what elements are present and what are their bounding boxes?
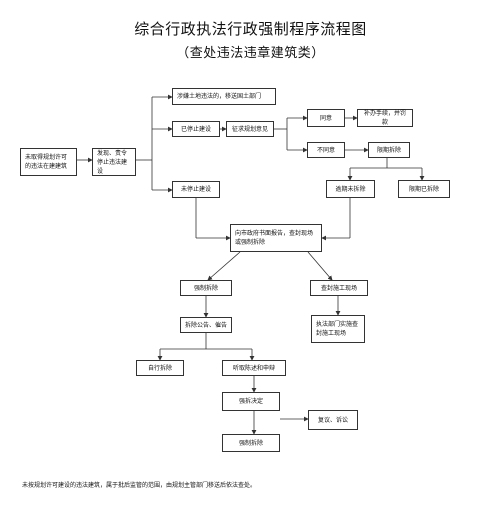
page-title: 综合行政执法行政强制程序流程图 — [134, 20, 367, 38]
node-label: 复议、诉讼 — [317, 416, 348, 424]
node-agree: 同意 — [307, 109, 345, 127]
node-label: 逾期未拆除 — [335, 185, 366, 193]
node-label: 强拆决定 — [238, 398, 263, 405]
node-label: 向市政府书面报告，查封现场或强制拆除 — [235, 230, 314, 246]
node-planning-opinion: 征求规划意见 — [226, 121, 274, 137]
node-notice: 拆除公告、催告 — [180, 317, 232, 333]
node-label: 未停止建设 — [180, 186, 211, 193]
node-label: 征求规划意见 — [231, 125, 268, 133]
node-done-demolish: 限期已拆除 — [398, 180, 450, 198]
node-label: 限期拆除 — [376, 146, 401, 154]
node-label: 拆除公告、催告 — [185, 321, 228, 329]
node-label: 查封施工现场 — [320, 284, 357, 292]
node-discover-stop: 发现、责令停止违法建设 — [92, 148, 136, 176]
node-overdue: 逾期未拆除 — [326, 180, 375, 198]
node-label: 强制拆除 — [193, 284, 218, 292]
node-decision: 强拆决定 — [222, 392, 280, 411]
node-report-government: 向市政府书面报告，查封现场或强制拆除 — [230, 224, 322, 252]
node-seal-site: 查封施工现场 — [310, 280, 368, 296]
node-label: 不同意 — [316, 146, 335, 154]
footnote: 未按规划许可建设的违法建筑，属于批后监管的范围，由规划主管部门移送后依法查处。 — [22, 482, 257, 489]
node-deadline-demolish: 限期拆除 — [368, 142, 410, 158]
node-label: 补办手续，并罚款 — [363, 110, 406, 126]
node-hearing: 听取陈述和申辩 — [222, 360, 286, 376]
node-label: 同意 — [319, 114, 332, 122]
page-subtitle: （查处违法违章建筑类） — [176, 46, 325, 61]
node-label: 强制拆除 — [238, 439, 263, 447]
node-label: 执法部门实施查封施工现场 — [316, 321, 359, 337]
node-final-demolish: 强制拆除 — [222, 434, 280, 452]
node-label: 限期已拆除 — [408, 185, 439, 193]
node-enforce-seal: 执法部门实施查封施工现场 — [311, 315, 365, 343]
node-land-transfer: 涉嫌土地违法的，移送国土部门 — [172, 88, 276, 105]
node-label: 未取得规划许可的违法在建建筑 — [25, 154, 68, 170]
node-review-litigation: 复议、诉讼 — [308, 410, 358, 430]
node-label: 自行拆除 — [147, 364, 172, 372]
node-label: 已停止建设 — [180, 125, 211, 133]
node-label: 涉嫌土地违法的，移送国土部门 — [177, 93, 262, 100]
node-supplement-fine: 补办手续，并罚款 — [357, 109, 413, 127]
node-label: 听取陈述和申辩 — [232, 364, 275, 372]
node-stopped: 已停止建设 — [172, 121, 220, 137]
node-forced-demolish: 强制拆除 — [180, 280, 232, 296]
node-label: 发现、责令停止违法建设 — [97, 149, 128, 175]
node-unauthorized-building: 未取得规划许可的违法在建建筑 — [20, 148, 77, 176]
node-disagree: 不同意 — [307, 142, 345, 158]
node-self-demolish: 自行拆除 — [136, 360, 184, 376]
node-not-stopped: 未停止建设 — [172, 181, 220, 198]
